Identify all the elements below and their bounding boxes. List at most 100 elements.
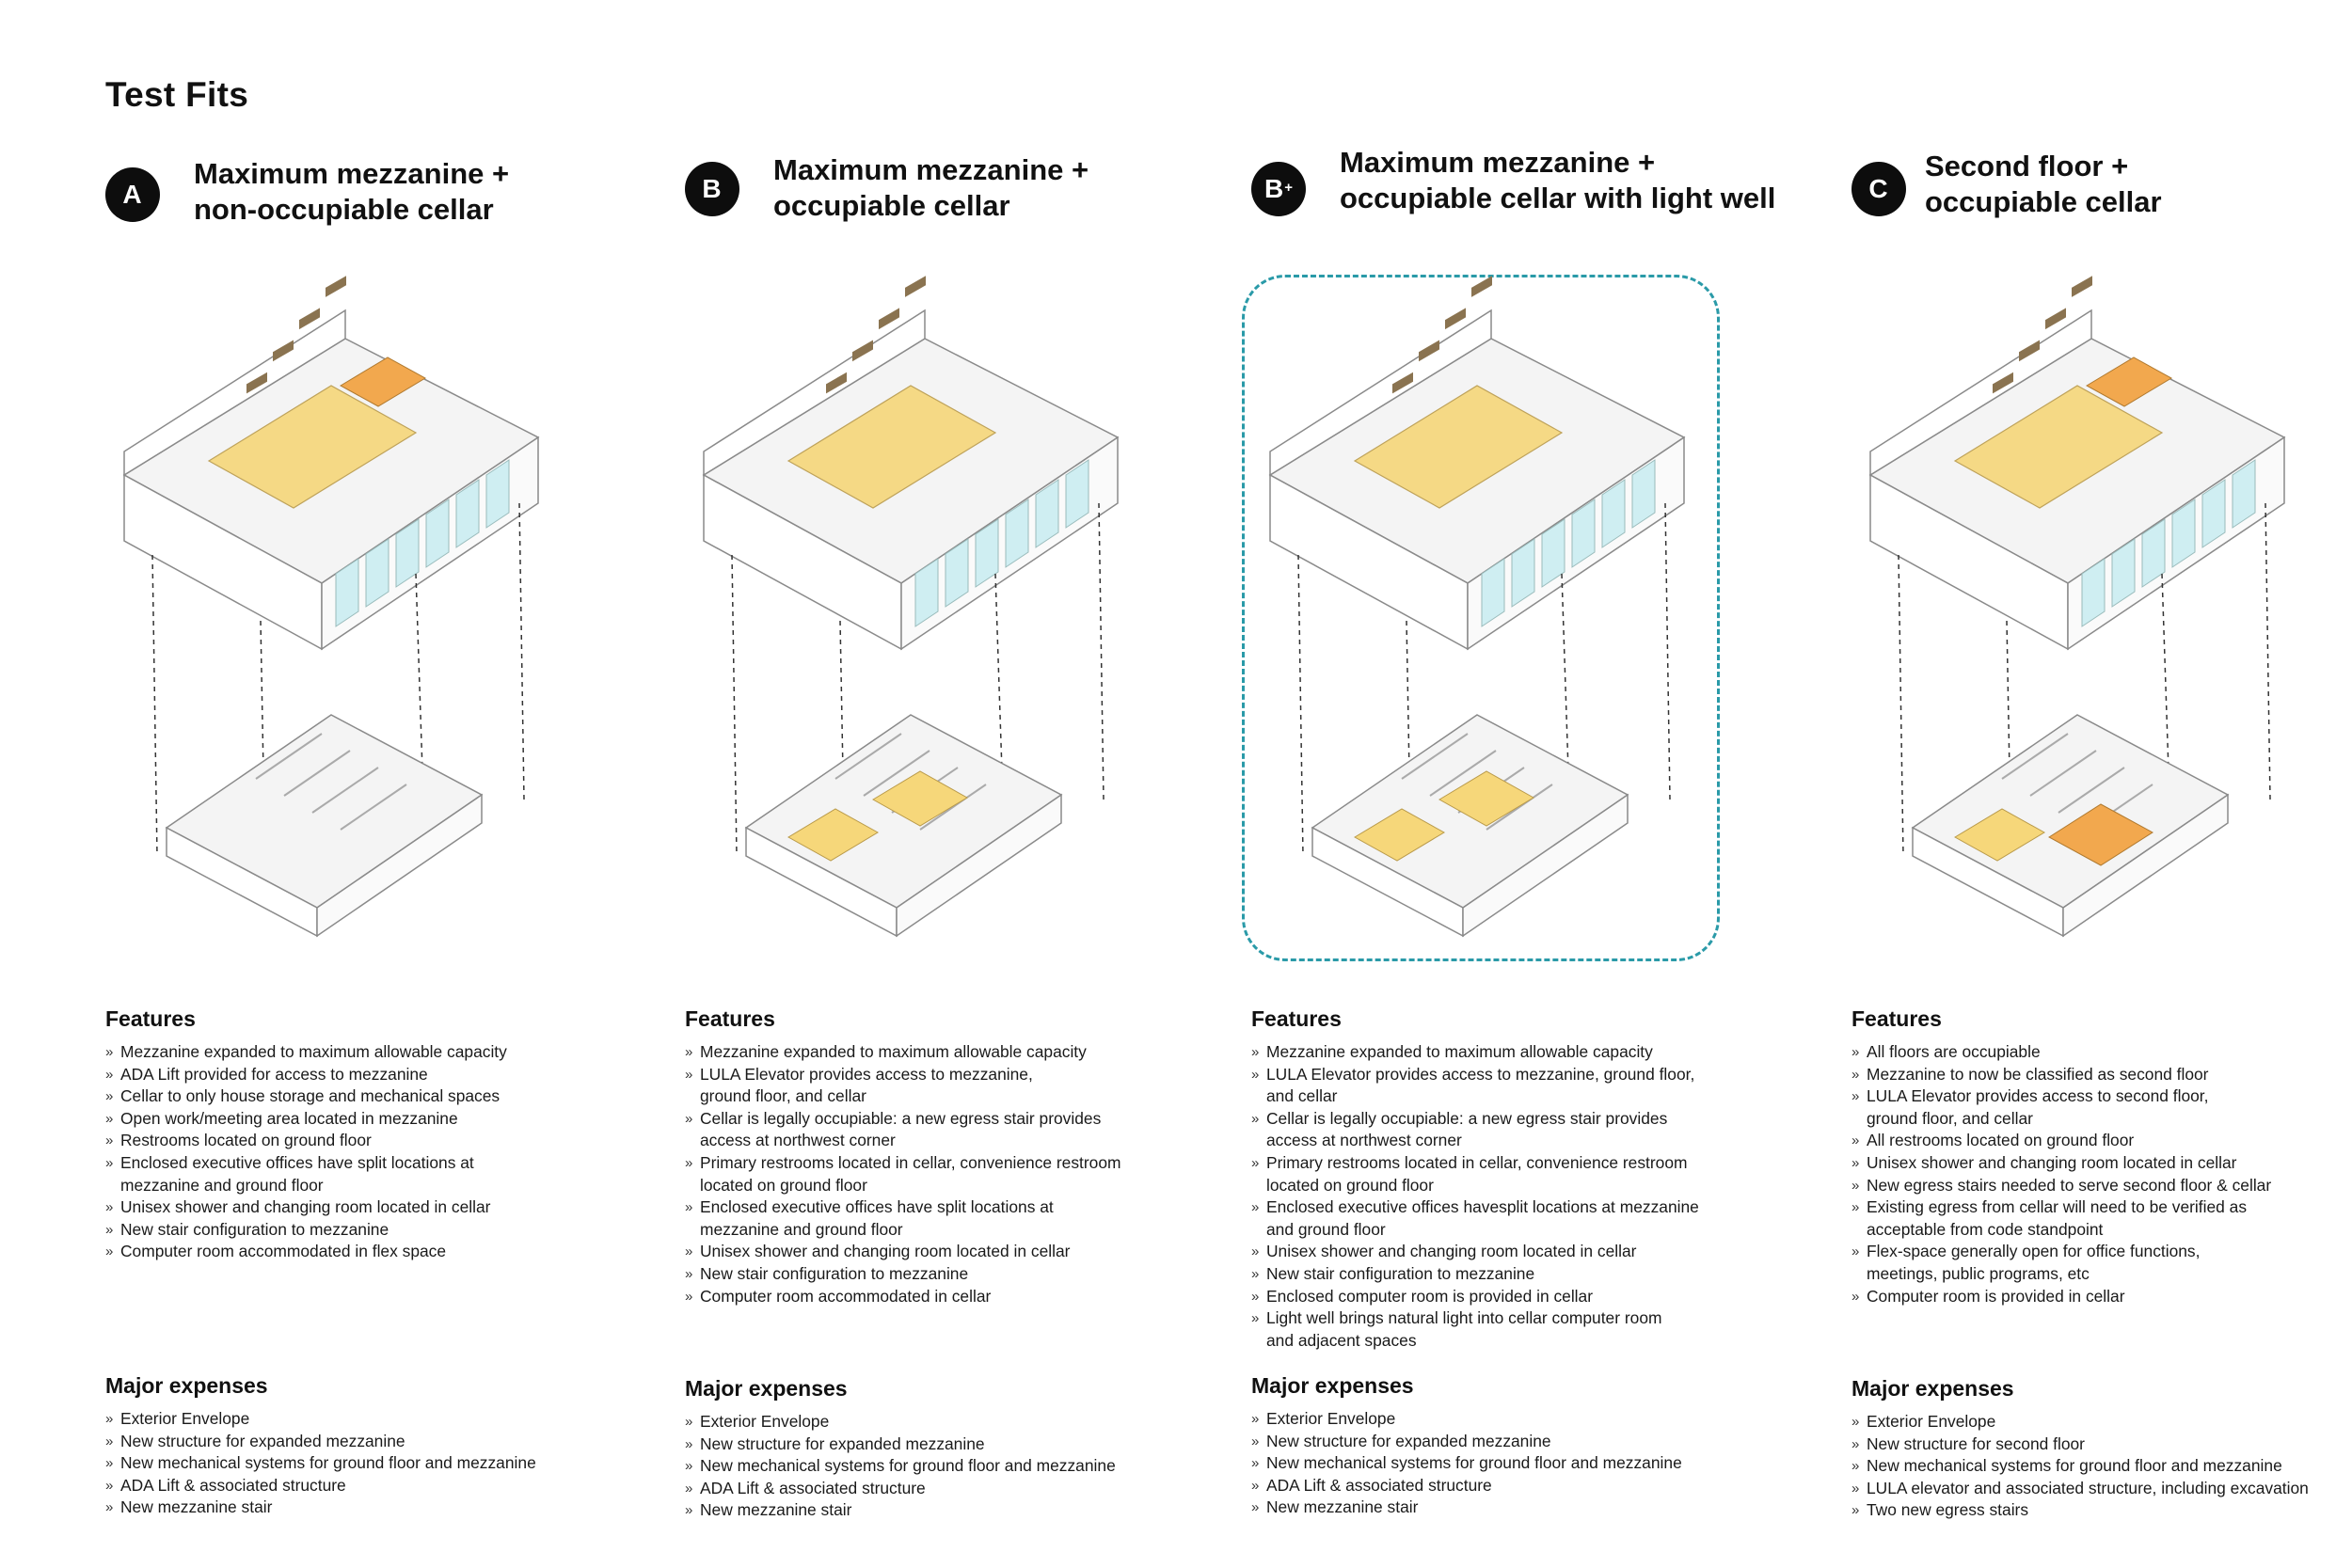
projection-line xyxy=(518,502,525,800)
bullet-item: Mezzanine expanded to maximum allowable … xyxy=(685,1041,1287,1064)
projection-line xyxy=(1898,554,1904,857)
features-heading: Features xyxy=(105,1006,196,1031)
window-glazing xyxy=(1065,459,1089,529)
bullet-item: All restrooms located on ground floor xyxy=(1851,1130,2352,1152)
window-glazing xyxy=(335,558,359,627)
projection-line xyxy=(1098,502,1104,800)
bullet-item: Computer room accommodated in cellar xyxy=(685,1286,1287,1308)
features-heading: Features xyxy=(1251,1006,1342,1031)
option-badge: B+ xyxy=(1251,162,1306,216)
mezzanine-slab xyxy=(1353,385,1564,509)
window-glazing xyxy=(485,459,510,529)
cellar-partition xyxy=(2029,750,2097,797)
bullet-item: Computer room is provided in cellar xyxy=(1851,1286,2352,1308)
bullet-item: Primary restrooms located in cellar, con… xyxy=(685,1152,1287,1196)
bullet-item: ADA Lift & associated structure xyxy=(685,1478,1287,1500)
bullet-item: Enclosed executive offices havesplit loc… xyxy=(1251,1196,1853,1241)
desk xyxy=(1445,308,1466,330)
bullet-item: Mezzanine to now be classified as second… xyxy=(1851,1064,2352,1086)
bullet-item: New structure for expanded mezzanine xyxy=(105,1431,707,1453)
desk xyxy=(246,372,267,394)
bullet-item: Unisex shower and changing room located … xyxy=(685,1241,1287,1263)
bullet-item: Enclosed executive offices have split lo… xyxy=(105,1152,707,1196)
bullet-item: ADA Lift provided for access to mezzanin… xyxy=(105,1064,707,1086)
cellar-restroom-area xyxy=(872,770,968,827)
test-fit-option-a: A Maximum mezzanine + non-occupiable cel… xyxy=(105,141,707,1533)
bullet-item: LULA Elevator provides access to mezzani… xyxy=(1251,1064,1853,1108)
mezzanine-slab xyxy=(1953,385,2164,509)
bullet-item: Mezzanine expanded to maximum allowable … xyxy=(1251,1041,1853,1064)
bullet-item: Primary restrooms located in cellar, con… xyxy=(1251,1152,1853,1196)
option-title: Maximum mezzanine + non-occupiable cella… xyxy=(194,157,510,226)
desk xyxy=(879,308,899,330)
bullet-item: New mechanical systems for ground floor … xyxy=(1851,1455,2352,1478)
cellar-partition xyxy=(283,750,351,797)
option-title: Maximum mezzanine + occupiable cellar wi… xyxy=(1340,146,1776,214)
axonometric-diagram xyxy=(122,276,540,938)
axonometric-diagram xyxy=(1868,276,2286,938)
bullet-item: Exterior Envelope xyxy=(1851,1411,2352,1433)
bullet-item: New structure for expanded mezzanine xyxy=(685,1433,1287,1456)
window-glazing xyxy=(365,538,389,608)
test-fit-option-b: B Maximum mezzanine + occupiable cellar … xyxy=(685,141,1287,1533)
major-expenses-list: Exterior EnvelopeNew structure for expan… xyxy=(105,1408,707,1519)
bullet-item: Unisex shower and changing room located … xyxy=(1851,1152,2352,1175)
desk xyxy=(2045,308,2066,330)
projection-line xyxy=(151,554,158,857)
cellar-computer-room xyxy=(2048,803,2153,866)
desk xyxy=(1392,372,1413,394)
window-glazing xyxy=(425,499,450,568)
bullet-item: Cellar is legally occupiable: a new egre… xyxy=(685,1108,1287,1152)
cellar-partition xyxy=(255,733,323,780)
cellar-partition xyxy=(834,733,902,780)
desk xyxy=(1471,276,1492,297)
bullet-item: Two new egress stairs xyxy=(1851,1499,2352,1522)
cellar-restroom-area xyxy=(1438,770,1534,827)
bullet-item: LULA Elevator provides access to second … xyxy=(1851,1085,2352,1130)
features-list: Mezzanine expanded to maximum allowable … xyxy=(1251,1041,1853,1352)
desk xyxy=(299,308,320,330)
major-expenses-heading: Major expenses xyxy=(1851,1376,2014,1401)
bullet-item: New structure for second floor xyxy=(1851,1433,2352,1456)
cellar-side-wall xyxy=(1462,793,1629,938)
desk xyxy=(2072,276,2092,297)
window-glazing xyxy=(1571,499,1596,568)
major-expenses-heading: Major expenses xyxy=(1251,1373,1414,1398)
enclosed-office-block xyxy=(2085,356,2173,407)
bullet-item: Cellar is legally occupiable: a new egre… xyxy=(1251,1108,1853,1152)
bullet-item: Exterior Envelope xyxy=(1251,1408,1853,1431)
axonometric-diagram xyxy=(702,276,1120,938)
desk xyxy=(905,276,926,297)
bullet-item: Enclosed executive offices have split lo… xyxy=(685,1196,1287,1241)
cellar-occupiable-room xyxy=(787,808,879,862)
bullet-item: Unisex shower and changing room located … xyxy=(105,1196,707,1219)
desk xyxy=(326,276,346,297)
cellar-partition xyxy=(919,784,987,831)
major-expenses-list: Exterior EnvelopeNew structure for expan… xyxy=(685,1411,1287,1522)
recommended-option-highlight-frame xyxy=(1242,275,1720,961)
window-glazing xyxy=(2232,459,2256,529)
window-glazing xyxy=(2171,499,2196,568)
projection-line xyxy=(1664,502,1671,800)
bullet-item: New stair configuration to mezzanine xyxy=(685,1263,1287,1286)
option-badge: C xyxy=(1851,162,1906,216)
bullet-item: LULA elevator and associated structure, … xyxy=(1851,1478,2352,1500)
window-glazing xyxy=(2111,538,2136,608)
bullet-item: New mechanical systems for ground floor … xyxy=(105,1452,707,1475)
desk xyxy=(826,372,847,394)
bullet-item: Restrooms located on ground floor xyxy=(105,1130,707,1152)
enclosed-office-block xyxy=(339,356,427,407)
desk xyxy=(1993,372,2013,394)
option-title: Second floor + occupiable cellar xyxy=(1925,150,2162,218)
bullet-item: Exterior Envelope xyxy=(105,1408,707,1431)
window-glazing xyxy=(1631,459,1656,529)
bullet-item: New mezzanine stair xyxy=(105,1497,707,1519)
major-expenses-list: Exterior EnvelopeNew structure for expan… xyxy=(1251,1408,1853,1519)
cellar-side-wall xyxy=(316,793,483,938)
bullet-item: Exterior Envelope xyxy=(685,1411,1287,1433)
projection-line xyxy=(1297,554,1304,857)
major-expenses-heading: Major expenses xyxy=(685,1376,848,1401)
option-title: Maximum mezzanine + occupiable cellar xyxy=(773,153,1089,222)
page-title: Test Fits xyxy=(105,75,249,114)
mezzanine-slab xyxy=(787,385,997,509)
